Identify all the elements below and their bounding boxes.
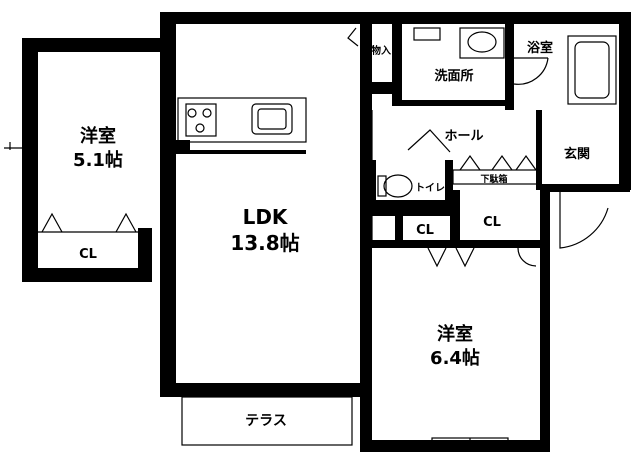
ldk-size: 13.8帖: [230, 231, 299, 255]
western-right-name: 洋室: [437, 323, 473, 345]
storage-label: 物入: [371, 44, 391, 57]
toilet-label: トイレ: [415, 182, 445, 194]
hall-label: ホール: [444, 129, 483, 144]
fixtures: [4, 27, 617, 447]
room-labels: 洋室 5.1帖 LDK 13.8帖 洋室 6.4帖 CL CL CL 物入 洗面…: [73, 40, 590, 429]
shoe-cabinet-label: 下駄箱: [480, 173, 507, 185]
closet-left-label: CL: [79, 247, 97, 262]
western-right-size: 6.4帖: [430, 347, 480, 369]
closet-right-label: CL: [483, 215, 501, 230]
terrace-label: テラス: [245, 413, 287, 429]
closet-small-label: CL: [416, 223, 434, 238]
washroom-label: 洗面所: [434, 68, 473, 84]
western-left-size: 5.1帖: [73, 149, 123, 171]
entrance-label: 玄関: [564, 146, 590, 162]
ldk-name: LDK: [243, 205, 289, 229]
western-left-name: 洋室: [80, 125, 116, 147]
walls: [22, 12, 631, 452]
bathroom-label: 浴室: [527, 40, 553, 56]
